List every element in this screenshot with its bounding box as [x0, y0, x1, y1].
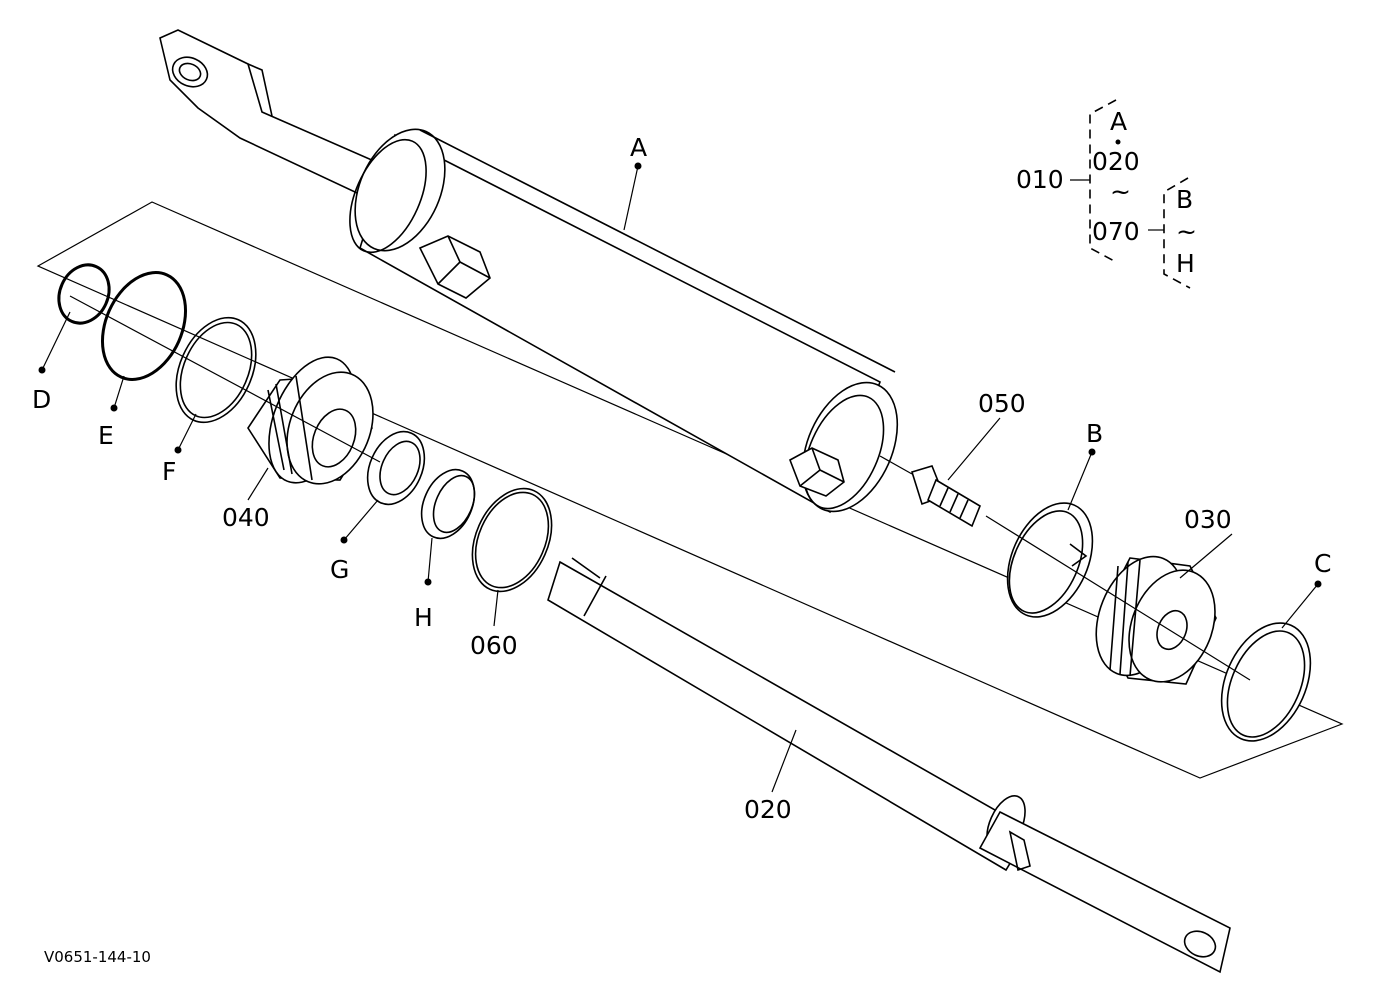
- callout-040: 040: [222, 503, 270, 532]
- callout-050: 050: [978, 389, 1026, 418]
- backup-ring-f: [175, 316, 257, 424]
- snap-ring-060: [471, 487, 553, 593]
- seal-kit-outline: [36, 201, 1344, 779]
- callout-e: E: [98, 421, 114, 450]
- rod-guide-040: [247, 356, 374, 485]
- callout-g: G: [330, 555, 349, 584]
- callout-h: H: [414, 603, 433, 632]
- legend-range-start: 020: [1092, 147, 1140, 176]
- bolt-050: [910, 465, 981, 528]
- piston-030: [1095, 555, 1217, 685]
- cylinder-tube: [159, 29, 899, 514]
- callout-020: 020: [744, 795, 792, 824]
- legend-assembly: 010: [1016, 165, 1064, 194]
- legend-kit-to: H: [1176, 249, 1195, 278]
- legend-kit-from: B: [1176, 185, 1193, 214]
- legend-top-letter: A: [1110, 107, 1127, 136]
- leader-lines: [38, 162, 1322, 793]
- figure-code: V0651-144-10: [44, 948, 151, 966]
- assembly-legend: 010 A 020 ~ 070 B ~ H: [1016, 99, 1197, 289]
- piston-rod-020: [547, 557, 1231, 974]
- legend-range-symbol-1: ~: [1110, 177, 1131, 206]
- o-ring-e: [100, 271, 188, 381]
- callout-030: 030: [1184, 505, 1232, 534]
- callout-c: C: [1314, 549, 1331, 578]
- piston-seal-c: [1220, 622, 1312, 742]
- callout-d: D: [32, 385, 51, 414]
- callout-060: 060: [470, 631, 518, 660]
- legend-range-symbol-2: ~: [1176, 217, 1197, 246]
- callout-a: A: [630, 133, 647, 162]
- callout-b: B: [1086, 419, 1103, 448]
- legend-range-end: 070: [1092, 217, 1140, 246]
- callout-f: F: [162, 457, 176, 486]
- centre-axis: [69, 295, 1251, 681]
- o-ring-d: [57, 263, 111, 325]
- split-ring-b: [1006, 502, 1094, 618]
- rod-seal-h: [420, 468, 476, 540]
